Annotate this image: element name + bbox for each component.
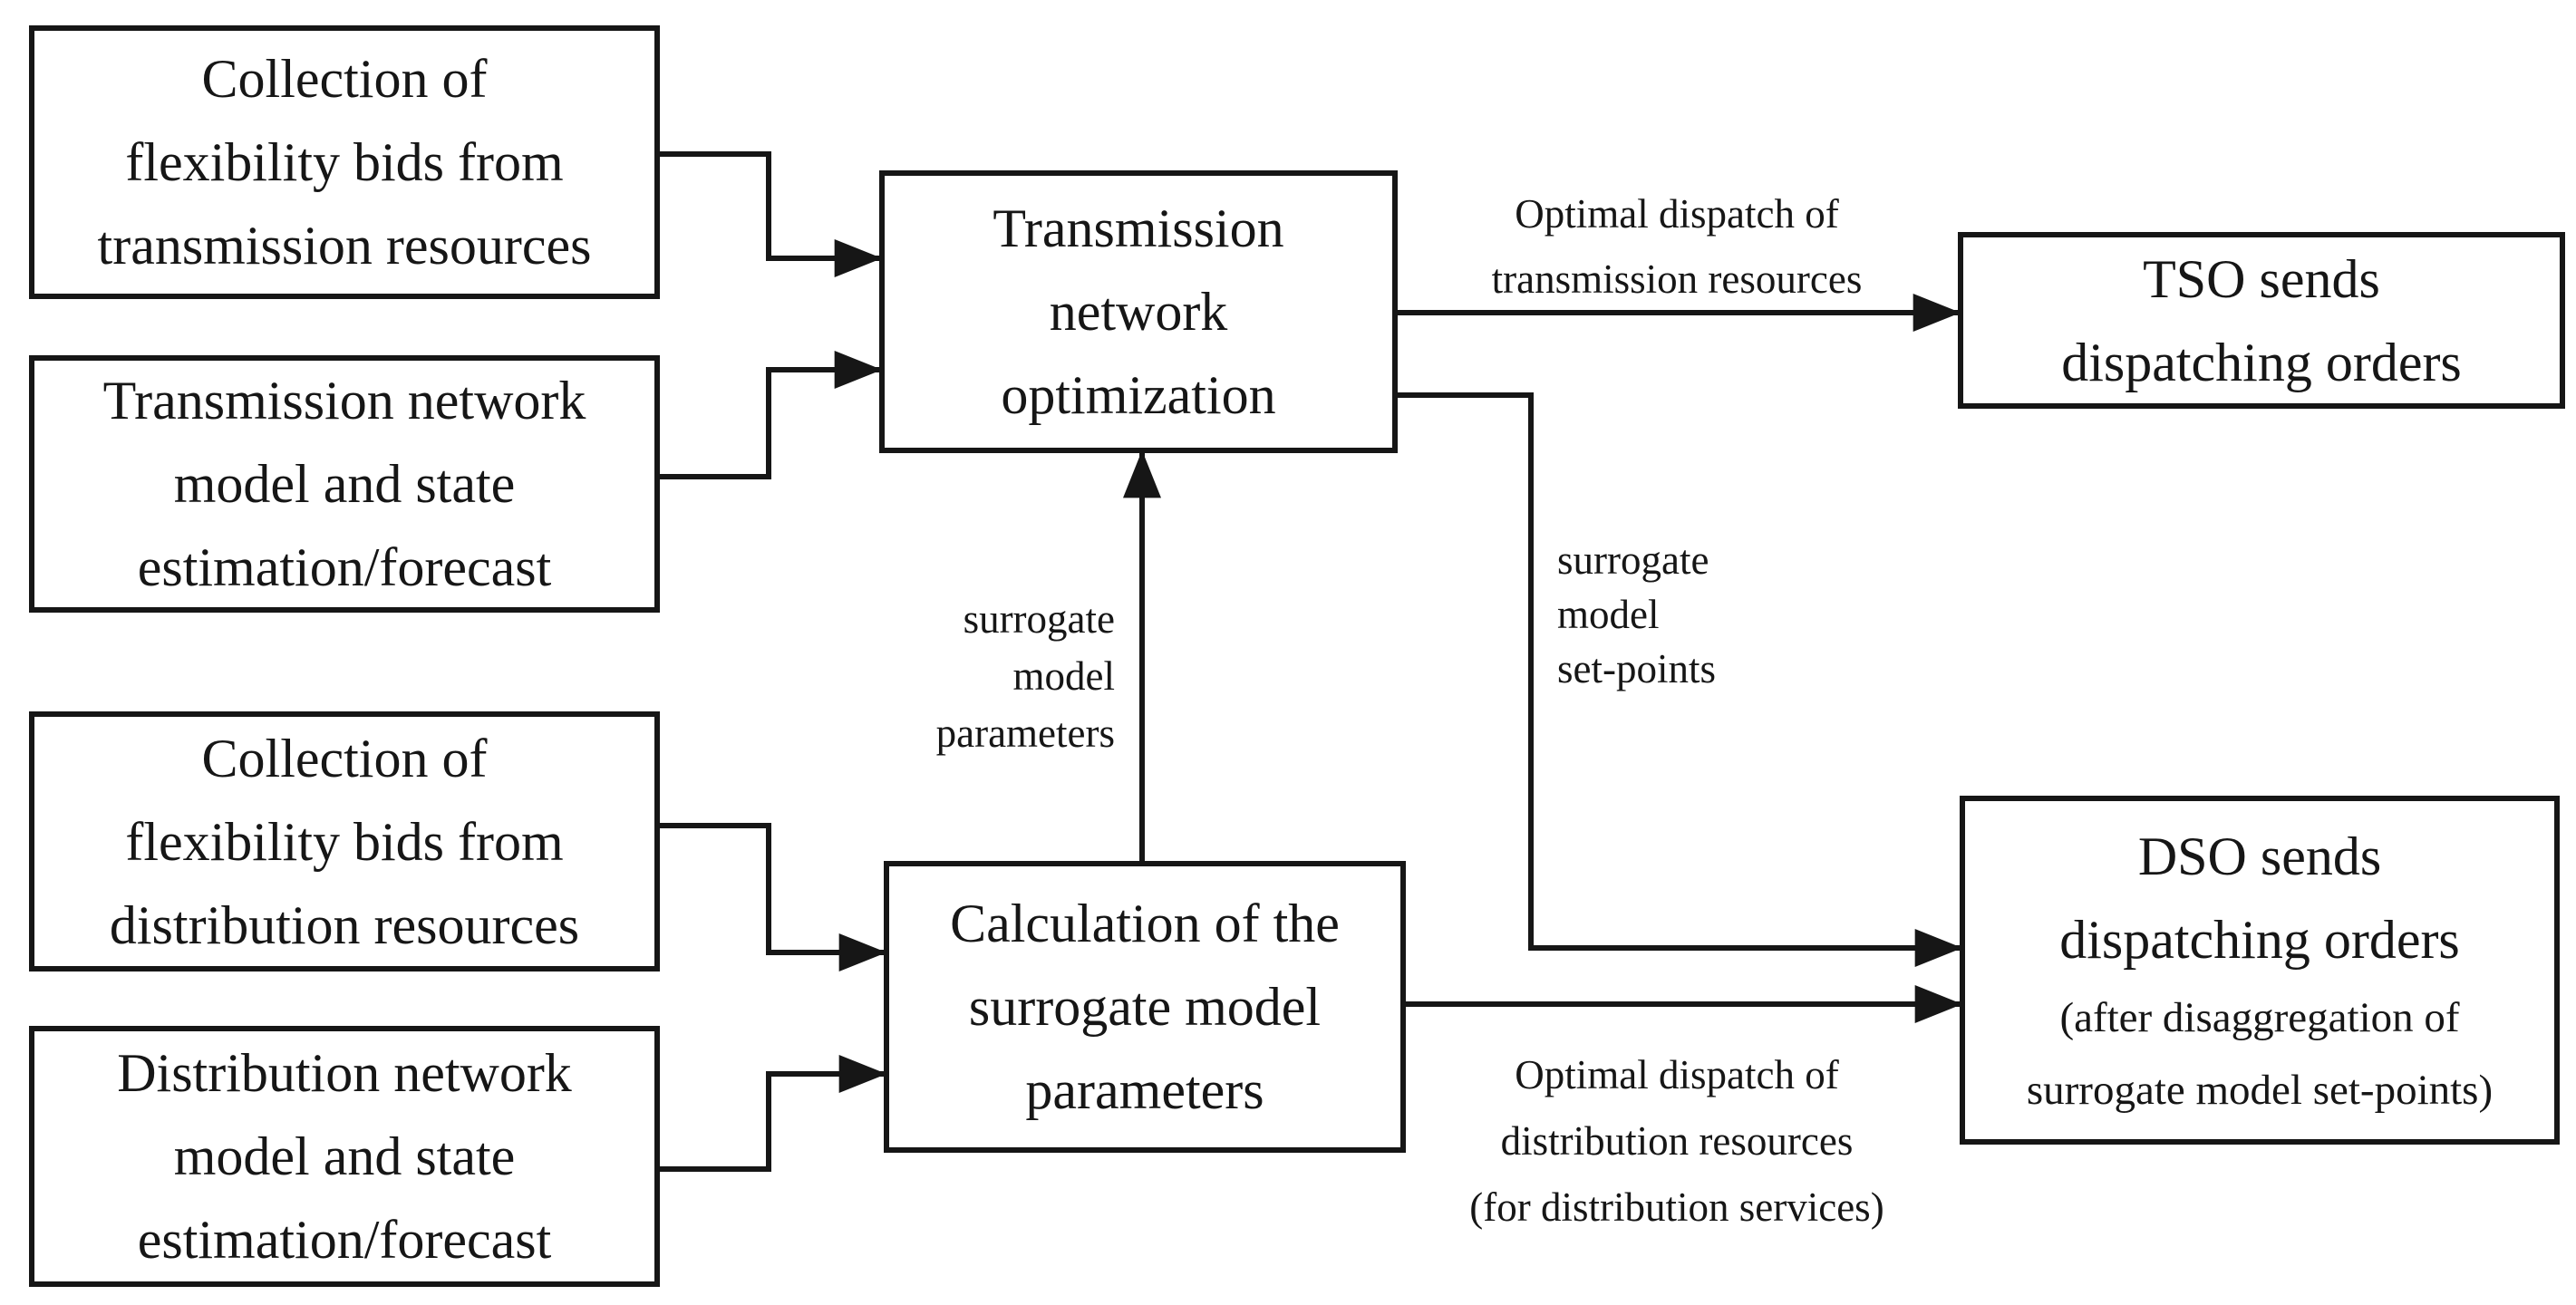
box-text-line: dispatching orders	[2061, 332, 2462, 392]
arrow-transmission-model-to-optimization	[660, 351, 883, 479]
box-text-line: dispatching orders	[2059, 909, 2460, 970]
label-optimal-dispatch-transmission: Optimal dispatch of transmission resourc…	[1432, 181, 1922, 312]
box-transmission-network-model: Transmission network model and state est…	[29, 355, 660, 613]
box-transmission-network-optimization: Transmission network optimization	[879, 170, 1398, 453]
box-text-line: surrogate model	[968, 977, 1322, 1037]
arrow-transmission-bids-to-optimization	[660, 151, 883, 277]
box-text-line: Collection of	[201, 728, 488, 788]
box-text-line: network	[1049, 282, 1228, 342]
box-text-line: Transmission	[993, 198, 1284, 258]
box-text-line: distribution resources	[109, 894, 580, 955]
box-text-line: estimation/forecast	[137, 1210, 552, 1270]
label-line: model	[1012, 653, 1115, 699]
label-line: surrogate	[1557, 537, 1709, 583]
label-line: parameters	[935, 710, 1115, 756]
box-text-line: Distribution network	[117, 1043, 572, 1103]
box-text-line: (after disaggregation of	[2059, 993, 2460, 1041]
box-text-line: parameters	[1025, 1060, 1264, 1120]
box-text-line: DSO sends	[2137, 826, 2382, 886]
box-text-line: flexibility bids from	[125, 132, 564, 192]
box-text-line: optimization	[1001, 365, 1276, 425]
box-text-line: transmission resources	[97, 216, 592, 276]
box-collection-distribution-bids: Collection of flexibility bids from dist…	[29, 711, 660, 972]
box-text-line: Calculation of the	[950, 894, 1340, 953]
box-surrogate-model-calculation: Calculation of the surrogate model param…	[884, 861, 1406, 1153]
box-text-line: TSO sends	[2143, 248, 2380, 309]
arrow-distribution-bids-to-calculation	[660, 823, 887, 972]
box-distribution-network-model: Distribution network model and state est…	[29, 1026, 660, 1287]
box-dso-dispatch: DSO sends dispatching orders (after disa…	[1960, 796, 2560, 1145]
box-text-line: model and state	[173, 1126, 516, 1186]
label-optimal-dispatch-distribution: Optimal dispatch of distribution resourc…	[1405, 1042, 1949, 1241]
arrow-distribution-model-to-calculation	[660, 1055, 887, 1172]
label-line: (for distribution services)	[1469, 1184, 1884, 1230]
box-text-line: Collection of	[201, 49, 488, 109]
label-surrogate-model-parameters: surrogate model parameters	[770, 591, 1115, 762]
box-text-line: surrogate model set-points)	[2026, 1066, 2494, 1114]
box-text-line: model and state	[173, 454, 516, 514]
box-text-line: flexibility bids from	[125, 811, 564, 872]
label-line: Optimal dispatch of	[1515, 1052, 1839, 1097]
label-line: set-points	[1557, 646, 1716, 691]
box-tso-dispatch: TSO sends dispatching orders	[1958, 232, 2565, 409]
label-line: surrogate	[963, 596, 1115, 642]
box-text-line: Transmission network	[102, 371, 586, 430]
arrow-optimization-to-dso-setpoints	[1398, 392, 1963, 967]
label-line: model	[1557, 592, 1660, 637]
label-line: transmission resources	[1491, 256, 1863, 302]
label-surrogate-model-setpoints: surrogate model set-points	[1557, 533, 1965, 696]
box-collection-transmission-bids: Collection of flexibility bids from tran…	[29, 25, 660, 299]
box-text-line: estimation/forecast	[137, 537, 552, 597]
label-line: distribution resources	[1500, 1118, 1854, 1164]
label-line: Optimal dispatch of	[1515, 191, 1839, 237]
